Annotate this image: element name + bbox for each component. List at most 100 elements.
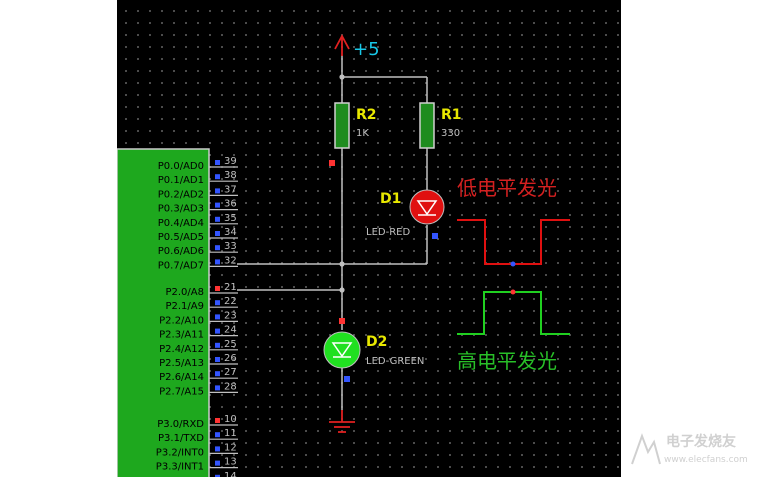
pin-label: P0.1/AD1 bbox=[158, 175, 204, 186]
pin-number: 22 bbox=[224, 296, 237, 307]
pin-label: P2.2/A10 bbox=[159, 315, 204, 326]
junction-dot bbox=[339, 74, 345, 80]
watermark: 电子发烧友 www.elecfans.com bbox=[624, 420, 774, 470]
pin-state-marker bbox=[215, 202, 220, 208]
wires bbox=[237, 55, 428, 410]
power-label: +5 bbox=[353, 39, 380, 60]
mcu-pin[interactable]: 13 P3.3/INT1 bbox=[156, 457, 238, 473]
pin-number: 34 bbox=[224, 227, 237, 238]
pin-state-marker bbox=[215, 446, 220, 452]
net-marker-red bbox=[339, 318, 345, 324]
led-d2[interactable]: D2 LED-GREEN bbox=[323, 318, 424, 382]
mcu-pin[interactable]: 32 P0.7/AD7 bbox=[158, 255, 238, 271]
net-marker-blue bbox=[344, 376, 350, 382]
resistor-r2[interactable]: R2 1K bbox=[334, 102, 377, 149]
pin-number: 35 bbox=[224, 213, 237, 224]
pin-state-marker bbox=[215, 474, 220, 477]
r2-ref: R2 bbox=[356, 107, 377, 123]
led-green-icon bbox=[323, 331, 361, 369]
pin-label: P0.5/AD5 bbox=[158, 232, 204, 243]
mcu-pin[interactable]: 23 P2.2/A10 bbox=[159, 310, 238, 326]
ground-terminal[interactable] bbox=[329, 410, 355, 433]
pin-state-marker bbox=[215, 328, 220, 334]
mcu-pin[interactable]: 21 P2.0/A8 bbox=[165, 282, 238, 298]
pin-number: 11 bbox=[224, 428, 237, 439]
led-red-icon bbox=[409, 189, 445, 225]
pin-state-marker bbox=[215, 300, 220, 306]
pin-state-marker bbox=[215, 418, 220, 423]
annotation-low-level: 低电平发光 bbox=[457, 176, 557, 200]
d2-ref: D2 bbox=[366, 334, 387, 350]
junction-dot bbox=[339, 287, 345, 293]
waveform-low: 低电平发光 bbox=[457, 176, 570, 267]
pin-number: 27 bbox=[224, 367, 237, 378]
pin-label: P0.0/AD0 bbox=[158, 161, 204, 172]
pin-label: P2.4/A12 bbox=[159, 344, 204, 355]
led-d1[interactable]: D1 LED-RED bbox=[366, 189, 445, 238]
mcu-pin[interactable]: 12 P3.2/INT0 bbox=[156, 442, 238, 458]
pin-number: 25 bbox=[224, 339, 237, 350]
mcu-pin[interactable]: 39 P0.0/AD0 bbox=[158, 156, 238, 172]
resistor-r1[interactable]: R1 330 bbox=[419, 102, 462, 149]
pin-number: 32 bbox=[224, 255, 237, 266]
mcu-pin[interactable]: 14 bbox=[209, 471, 238, 477]
pin-label: P0.7/AD7 bbox=[158, 260, 204, 271]
junction-dot bbox=[339, 261, 345, 267]
pin-label: P0.2/AD2 bbox=[158, 189, 204, 200]
schematic-svg: 39 P0.0/AD038P0.1/AD137P0.2/AD236P0.3/AD3… bbox=[117, 34, 570, 477]
pin-state-marker bbox=[215, 371, 220, 377]
pin-state-marker bbox=[215, 357, 220, 362]
resistor-body-icon bbox=[419, 102, 435, 149]
pin-number: 12 bbox=[224, 442, 237, 453]
mcu-pin[interactable]: 25 P2.4/A12 bbox=[159, 339, 238, 355]
r1-ref: R1 bbox=[441, 107, 462, 123]
pin-label: P2.0/A8 bbox=[165, 287, 204, 298]
pin-number: 10 bbox=[224, 414, 237, 425]
pin-number: 21 bbox=[224, 282, 237, 293]
pin-state-marker bbox=[215, 216, 220, 222]
pin-label: P0.3/AD3 bbox=[158, 204, 204, 215]
pin-number: 14 bbox=[224, 471, 237, 477]
pin-state-marker bbox=[215, 342, 220, 348]
d2-value: LED-GREEN bbox=[366, 356, 424, 367]
pin-label: P0.6/AD6 bbox=[158, 246, 204, 257]
mcu-pin[interactable]: 34 P0.5/AD5 bbox=[158, 227, 238, 243]
d1-ref: D1 bbox=[380, 191, 401, 207]
mcu-pin-group: 39 P0.0/AD038P0.1/AD137P0.2/AD236P0.3/AD3… bbox=[156, 156, 238, 477]
mcu-body[interactable] bbox=[117, 148, 210, 477]
power-arrow-icon bbox=[334, 34, 350, 50]
pin-number: 23 bbox=[224, 310, 237, 321]
pin-number: 26 bbox=[224, 353, 237, 364]
pin-state-marker bbox=[215, 160, 220, 165]
pin-state-marker bbox=[215, 460, 220, 466]
r2-value: 1K bbox=[356, 128, 369, 139]
d1-value: LED-RED bbox=[366, 227, 410, 238]
pin-number: 28 bbox=[224, 381, 237, 392]
mcu-pin[interactable]: 27 P2.6/A14 bbox=[159, 367, 238, 383]
pin-label: P3.2/INT0 bbox=[156, 447, 204, 458]
pin-state-marker bbox=[215, 231, 220, 236]
pin-number: 13 bbox=[224, 457, 237, 468]
pin-label: P2.6/A14 bbox=[159, 372, 204, 383]
net-marker-blue bbox=[432, 233, 438, 239]
resistor-body-icon bbox=[334, 102, 350, 149]
pin-state-marker bbox=[215, 432, 220, 438]
pin-state-marker bbox=[215, 245, 220, 251]
power-terminal[interactable]: +5 bbox=[334, 34, 380, 60]
watermark-logo-icon bbox=[631, 433, 661, 465]
pin-label: P3.3/INT1 bbox=[156, 462, 204, 473]
pin-state-marker bbox=[215, 385, 220, 391]
pin-number: 39 bbox=[224, 156, 237, 167]
pin-state-marker bbox=[215, 314, 220, 320]
